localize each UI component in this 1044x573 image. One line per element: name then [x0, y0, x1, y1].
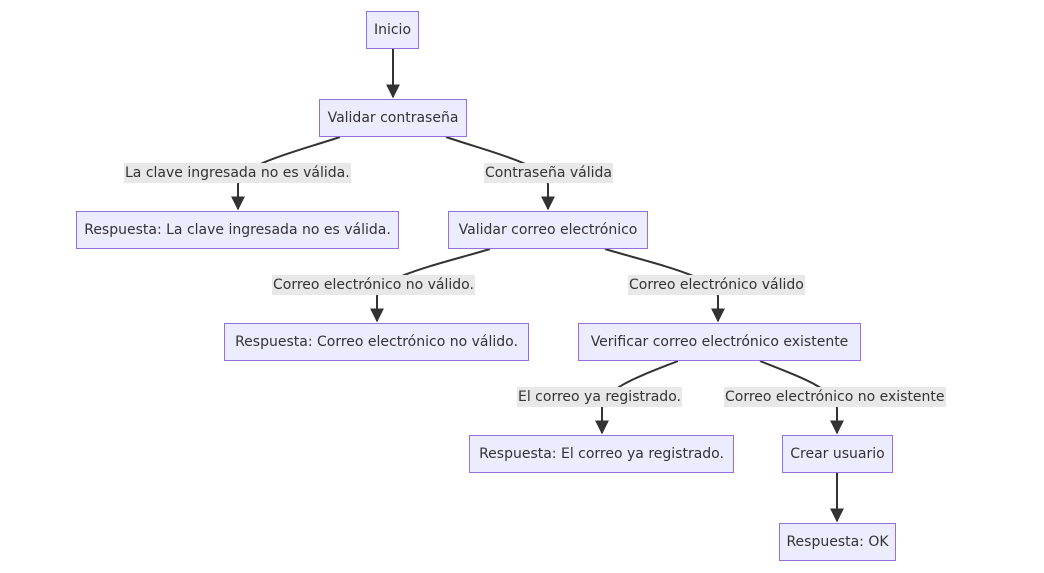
edge-label-invalid-email: Correo electrónico no válido.	[272, 275, 475, 295]
node-response-invalid-key: Respuesta: La clave ingresada no es váli…	[76, 211, 399, 249]
node-validate-password: Validar contraseña	[319, 99, 467, 137]
node-verify-email-exists: Verificar correo electrónico existente	[578, 323, 861, 361]
edge-label-email-not-existing: Correo electrónico no existente	[724, 387, 946, 407]
node-response-invalid-email: Respuesta: Correo electrónico no válido.	[224, 323, 529, 361]
edge-label-already-registered: El correo ya registrado.	[517, 387, 682, 407]
edge-label-invalid-key: La clave ingresada no es válida.	[124, 163, 351, 183]
node-validate-email: Validar correo electrónico	[448, 211, 648, 249]
edge-label-valid-email: Correo electrónico válido	[628, 275, 805, 295]
edge-email-not-existing	[759, 360, 844, 435]
node-start: Inicio	[366, 11, 419, 49]
edge-label-valid-password: Contraseña válida	[484, 163, 613, 183]
node-response-already-registered: Respuesta: El correo ya registrado.	[469, 435, 734, 473]
node-create-user: Crear usuario	[782, 435, 893, 473]
edge-already-registered	[595, 360, 679, 435]
node-response-ok: Respuesta: OK	[779, 523, 896, 561]
